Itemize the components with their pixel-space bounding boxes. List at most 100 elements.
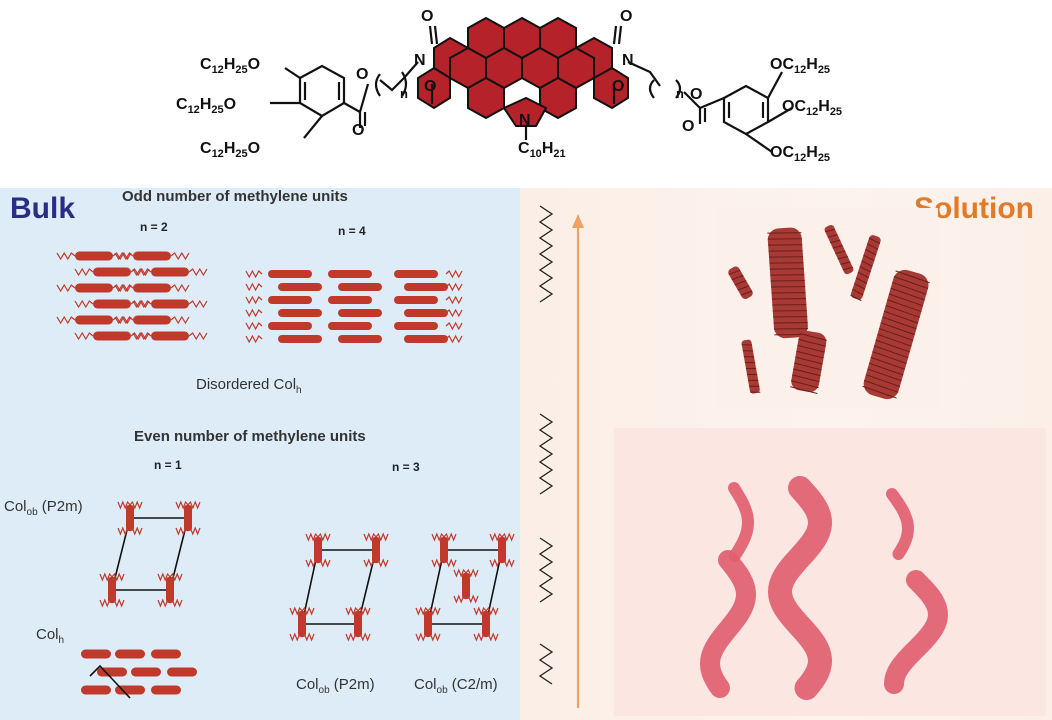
colob-p2m-left-sub: ob	[26, 507, 38, 518]
colob-p2m-left-text: Col	[4, 498, 27, 515]
stack-disc	[338, 335, 382, 343]
alkyl-chain	[289, 606, 303, 616]
alkyl-zigzag-3	[538, 537, 554, 603]
stack-disc	[278, 309, 322, 317]
cylindrical-fiber	[790, 331, 827, 395]
alkyl-chain	[357, 606, 371, 616]
arrow-head	[572, 214, 584, 228]
alkyl-chain	[169, 598, 183, 608]
colob-p2m-bottom-sub: ob	[318, 685, 330, 696]
fiber-ring	[855, 277, 868, 284]
fiber-ring	[796, 350, 824, 359]
colob-p2m-bottom-label: Colob (P2m)	[296, 676, 375, 696]
oxo-top-left: O	[421, 8, 434, 25]
alkyl-chain	[289, 632, 303, 642]
fiber-ring	[740, 290, 753, 296]
odd-n4-label: n = 4	[338, 224, 366, 238]
fiber-ring	[731, 274, 744, 281]
alkyl-chain	[187, 500, 201, 510]
fiber-ring	[799, 333, 827, 341]
alkyl-chain	[112, 283, 132, 293]
fiber-ring	[863, 254, 875, 262]
fiber-ring	[832, 245, 843, 249]
alkyl-chain	[375, 532, 389, 542]
oxo-bottom-right: O	[612, 78, 625, 95]
stack-disc	[81, 685, 111, 695]
stack-disc	[278, 283, 322, 291]
alkyl-chain	[245, 334, 263, 344]
alkyl-chain	[443, 532, 457, 542]
colob-p2m-left-suffix: (P2m)	[37, 498, 83, 515]
fiber-ring	[888, 293, 924, 307]
even-header: Even number of methylene units	[134, 428, 366, 445]
fiber-ring	[770, 274, 805, 276]
alkyl-chain	[74, 267, 94, 277]
fiber-ring	[770, 280, 805, 282]
fiber-ring	[842, 266, 853, 271]
linker-n-right: n	[676, 86, 684, 101]
solution-drawing	[538, 205, 1046, 716]
linker-n-left: n	[400, 86, 408, 101]
imide-n-right: N	[622, 52, 634, 69]
fiber-ring	[887, 299, 922, 313]
alkyl-chain	[485, 632, 499, 642]
carbazole-n: N	[519, 112, 531, 129]
alkyl-chain	[375, 558, 389, 568]
fiber-ring	[877, 333, 912, 347]
alkyl-chain	[427, 632, 441, 642]
column-stack	[462, 573, 470, 599]
column-stack	[482, 611, 490, 637]
alkyl-chain	[175, 526, 189, 536]
fiber-ring	[737, 285, 750, 291]
fiber-ring	[743, 356, 755, 358]
alkyl-chain	[129, 526, 143, 536]
fiber-ring	[768, 250, 803, 252]
cylindrical-fiber	[850, 235, 881, 302]
alkyl-chain	[465, 568, 479, 578]
fiber-body	[850, 235, 881, 300]
fiber-ring	[885, 305, 920, 318]
alkyl-chain	[188, 331, 208, 341]
helices-region	[614, 428, 1046, 716]
alkyl-zigzag-4	[538, 643, 554, 685]
disordered-label: Disordered Colh	[196, 376, 302, 396]
alkyl-chain	[175, 500, 189, 510]
alkyl-chain	[317, 558, 331, 568]
alkyl-chain	[445, 321, 463, 331]
stack-disc	[404, 309, 448, 317]
column-stack	[108, 577, 116, 603]
helix-small-1	[728, 482, 754, 562]
bulk-title: Bulk	[10, 192, 76, 225]
alkyl-chain	[74, 331, 94, 341]
alkyl-chain	[112, 251, 132, 261]
stack-disc	[394, 270, 438, 278]
alkyl-chain	[489, 558, 503, 568]
stack-disc	[338, 283, 382, 291]
stack-disc	[404, 283, 448, 291]
alkyl-chain	[485, 606, 499, 616]
alkyl-chain	[305, 558, 319, 568]
ester-o-right: O	[690, 86, 703, 103]
alkyl-chain	[130, 267, 150, 277]
fiber-ring	[746, 373, 758, 376]
column-stack	[184, 505, 192, 531]
fiber-ring	[769, 262, 804, 264]
alkyl-chain	[427, 606, 441, 616]
stack-disc	[75, 251, 113, 261]
stack-disc	[167, 667, 197, 677]
alkyl-chain	[170, 283, 190, 293]
alkyl-chain	[345, 632, 359, 642]
cylindrical-fiber	[824, 224, 854, 275]
alkyl-chain	[415, 632, 429, 642]
alkyl-chain	[431, 532, 445, 542]
colob-c2m-bottom-suffix: (C2/m)	[447, 676, 498, 693]
fiber-ring	[827, 234, 838, 238]
colh-sub: h	[58, 635, 65, 646]
alkyl-chain	[317, 532, 331, 542]
fiber-ring	[880, 322, 915, 336]
chain-right-2: OC12H25	[782, 98, 843, 119]
chain-bottom: C10H21	[518, 140, 566, 161]
lattice-colh	[89, 664, 131, 699]
alkyl-chain	[99, 598, 113, 608]
ester-carbonyl-left: O	[352, 122, 365, 139]
